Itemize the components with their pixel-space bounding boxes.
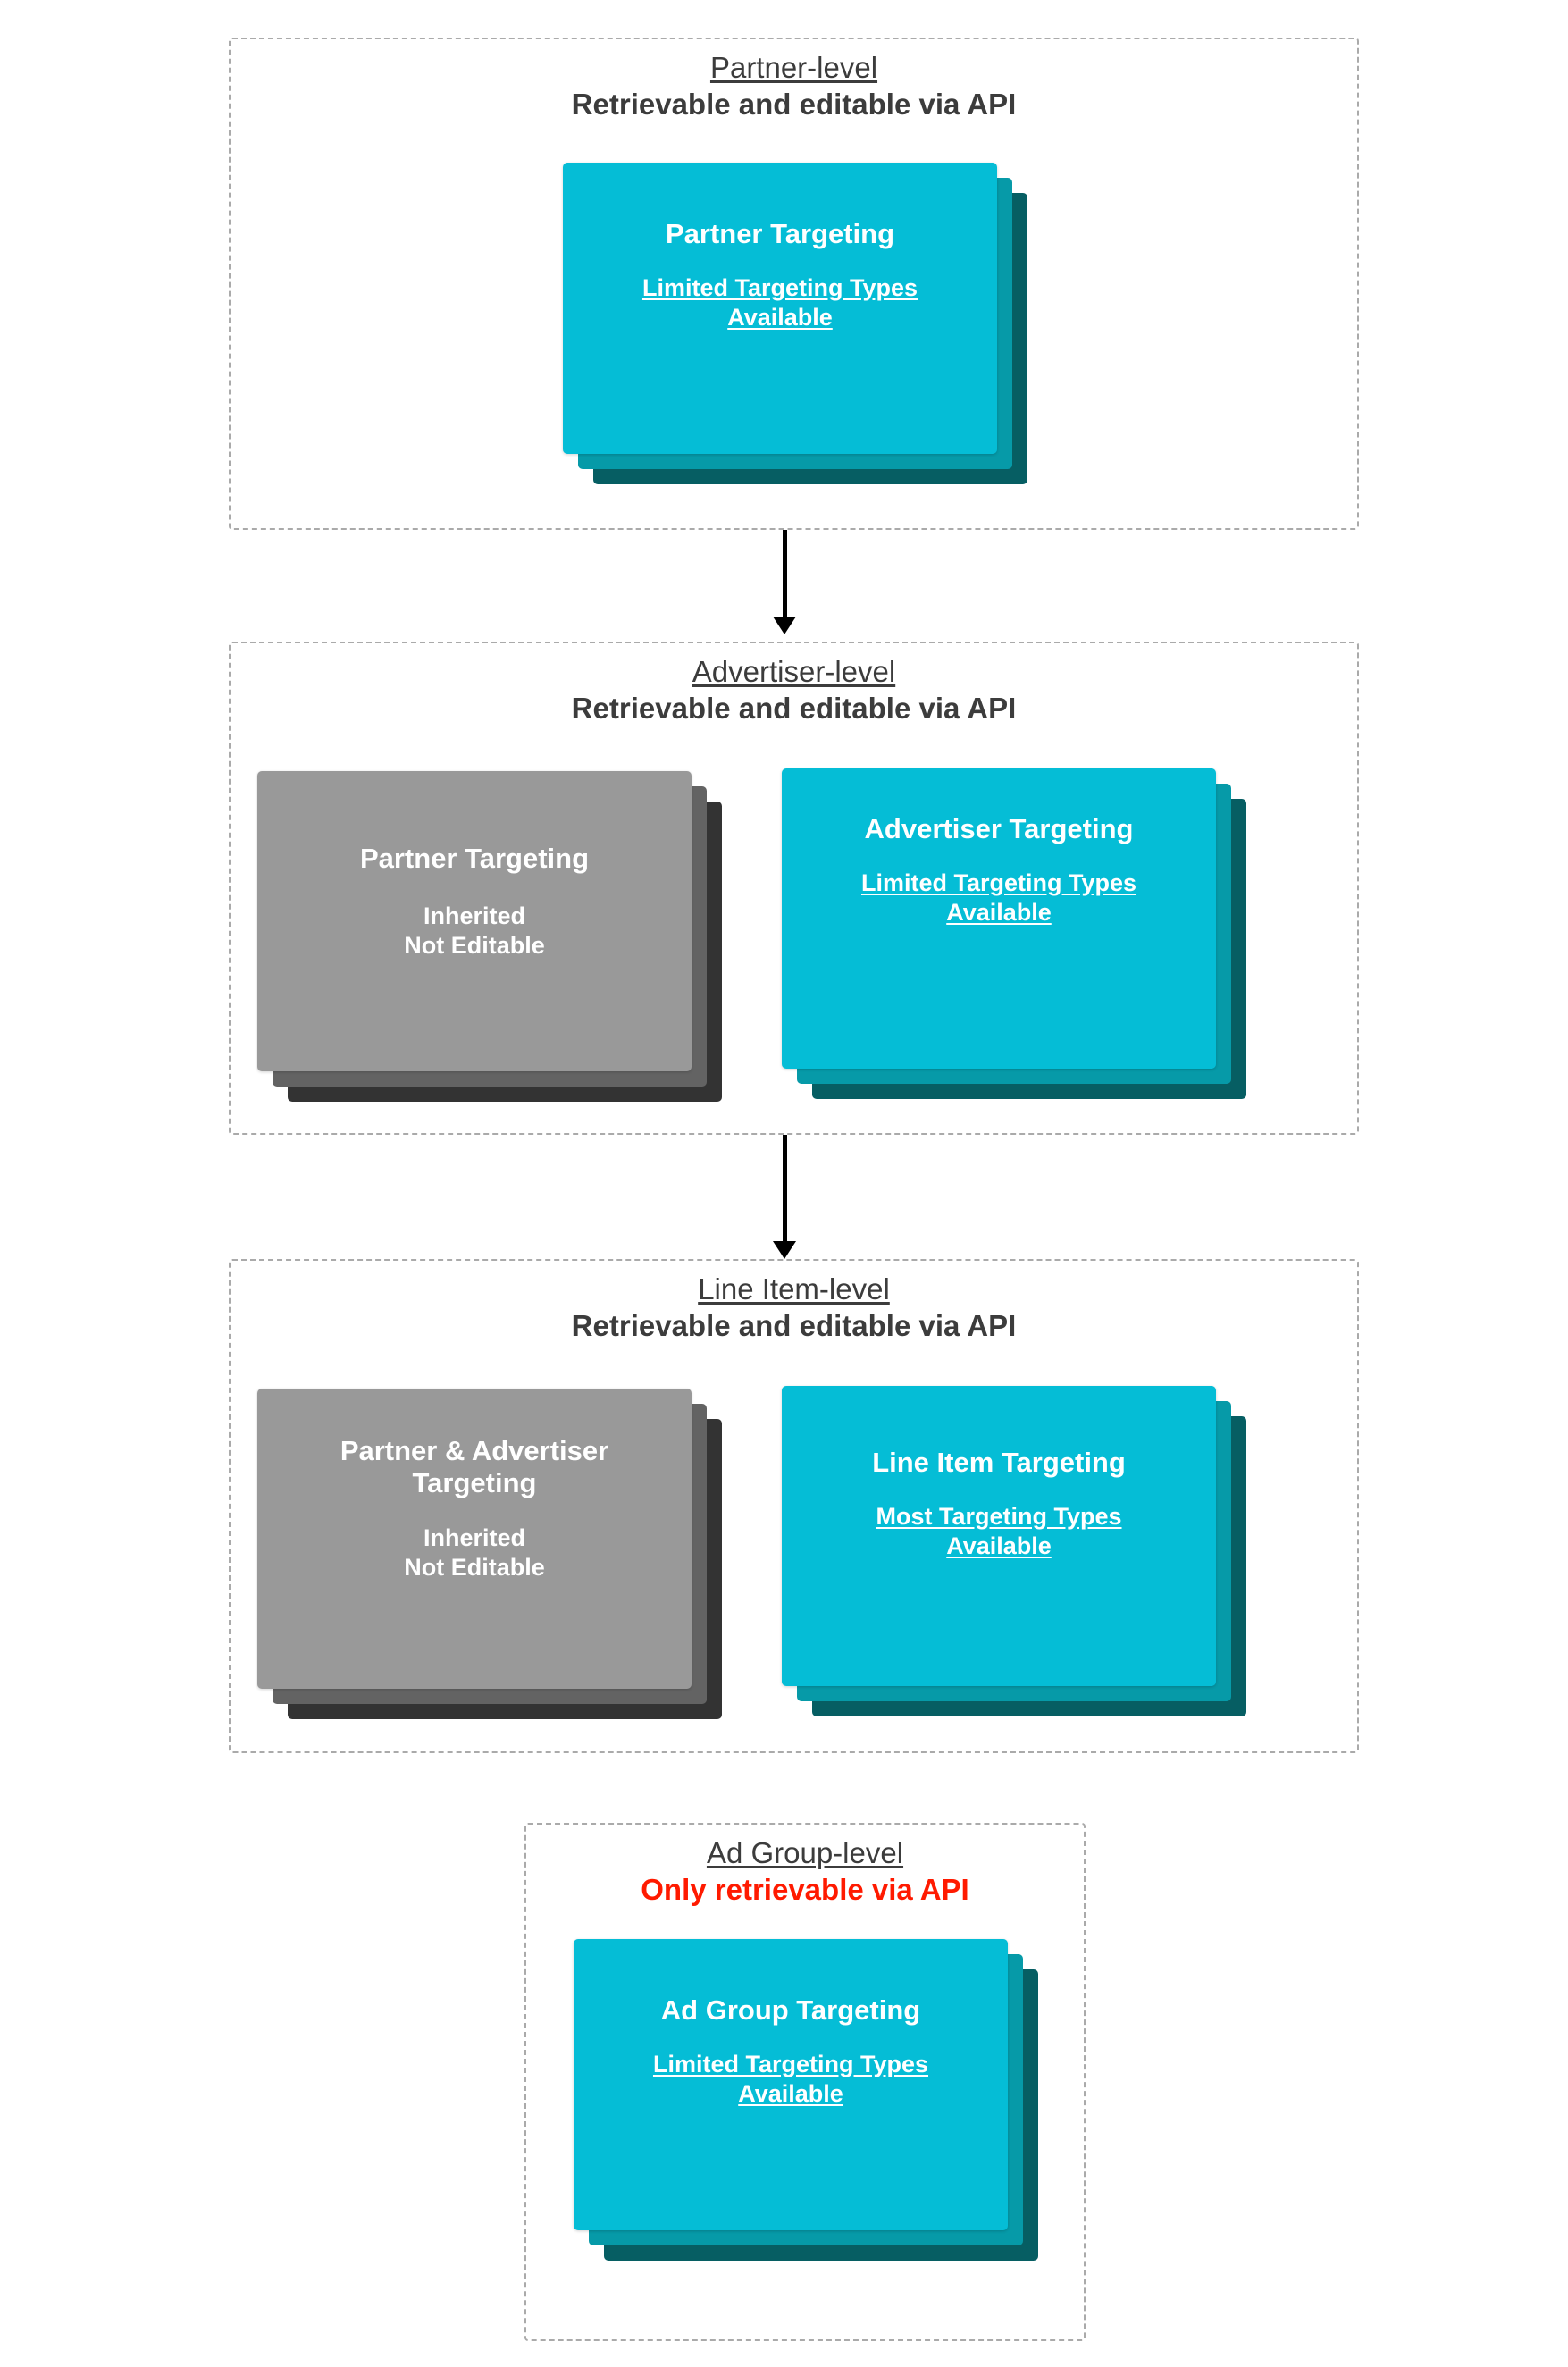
level-container-line-item: Line Item-level Retrievable and editable…: [229, 1259, 1359, 1753]
level-title-advertiser: Advertiser-level: [692, 655, 896, 688]
card-line-item-inherited[interactable]: Partner & Advertiser Targeting Inherited…: [257, 1389, 692, 1689]
card-advertiser-targeting[interactable]: Advertiser Targeting Limited Targeting T…: [782, 768, 1216, 1069]
card-subtitle: Limited Targeting Types Available: [641, 273, 918, 331]
card-stack-line-item-targeting[interactable]: Line Item Targeting Most Targeting Types…: [782, 1386, 1246, 1716]
card-ad-group-targeting[interactable]: Ad Group Targeting Limited Targeting Typ…: [574, 1939, 1008, 2230]
card-stack-advertiser-inherited-partner[interactable]: Partner Targeting Inherited Not Editable: [257, 771, 722, 1102]
card-title: Ad Group Targeting: [660, 1994, 921, 2026]
level-title-partner: Partner-level: [709, 51, 878, 84]
level-api-note-line-item: Retrievable and editable via API: [571, 1308, 1017, 1342]
card-advertiser-inherited-partner[interactable]: Partner Targeting Inherited Not Editable: [257, 771, 692, 1071]
arrow-head-icon: [773, 1241, 796, 1259]
card-line-item-targeting[interactable]: Line Item Targeting Most Targeting Types…: [782, 1386, 1216, 1686]
card-stack-advertiser-targeting[interactable]: Advertiser Targeting Limited Targeting T…: [782, 768, 1246, 1099]
level-container-ad-group: Ad Group-level Only retrievable via API …: [524, 1823, 1086, 2341]
card-title: Partner Targeting: [359, 843, 590, 874]
card-subtitle: Limited Targeting Types Available: [860, 869, 1137, 926]
level-api-note-advertiser: Retrievable and editable via API: [571, 691, 1017, 725]
level-api-note-partner: Retrievable and editable via API: [571, 87, 1017, 121]
card-title: Partner & Advertiser Targeting: [340, 1435, 609, 1498]
arrow-shaft: [783, 1135, 787, 1243]
card-title: Advertiser Targeting: [864, 813, 1134, 844]
level-heading-partner: Partner-level Retrievable and editable v…: [231, 51, 1357, 122]
card-subtitle: Inherited Not Editable: [404, 902, 545, 959]
card-stack-ad-group-targeting[interactable]: Ad Group Targeting Limited Targeting Typ…: [574, 1939, 1038, 2261]
card-subtitle: Most Targeting Types Available: [876, 1502, 1122, 1559]
level-heading-advertiser: Advertiser-level Retrievable and editabl…: [231, 655, 1357, 726]
card-stack-partner-targeting[interactable]: Partner Targeting Limited Targeting Type…: [563, 163, 1027, 484]
card-title: Line Item Targeting: [872, 1447, 1126, 1478]
connector-advertiser-to-line-item: [773, 1135, 796, 1259]
connector-partner-to-advertiser: [773, 530, 796, 634]
level-container-advertiser: Advertiser-level Retrievable and editabl…: [229, 642, 1359, 1135]
card-subtitle: Limited Targeting Types Available: [652, 2050, 929, 2107]
card-subtitle: Inherited Not Editable: [404, 1524, 545, 1582]
level-title-line-item: Line Item-level: [698, 1272, 890, 1305]
level-heading-line-item: Line Item-level Retrievable and editable…: [231, 1272, 1357, 1343]
level-api-note-ad-group: Only retrievable via API: [641, 1872, 969, 1906]
level-container-partner: Partner-level Retrievable and editable v…: [229, 38, 1359, 530]
card-title: Partner Targeting: [665, 218, 895, 249]
arrow-head-icon: [773, 617, 796, 634]
level-title-ad-group: Ad Group-level: [706, 1836, 904, 1869]
card-partner-targeting[interactable]: Partner Targeting Limited Targeting Type…: [563, 163, 997, 454]
card-stack-line-item-inherited[interactable]: Partner & Advertiser Targeting Inherited…: [257, 1389, 722, 1719]
arrow-shaft: [783, 530, 787, 618]
level-heading-ad-group: Ad Group-level Only retrievable via API: [526, 1836, 1084, 1907]
